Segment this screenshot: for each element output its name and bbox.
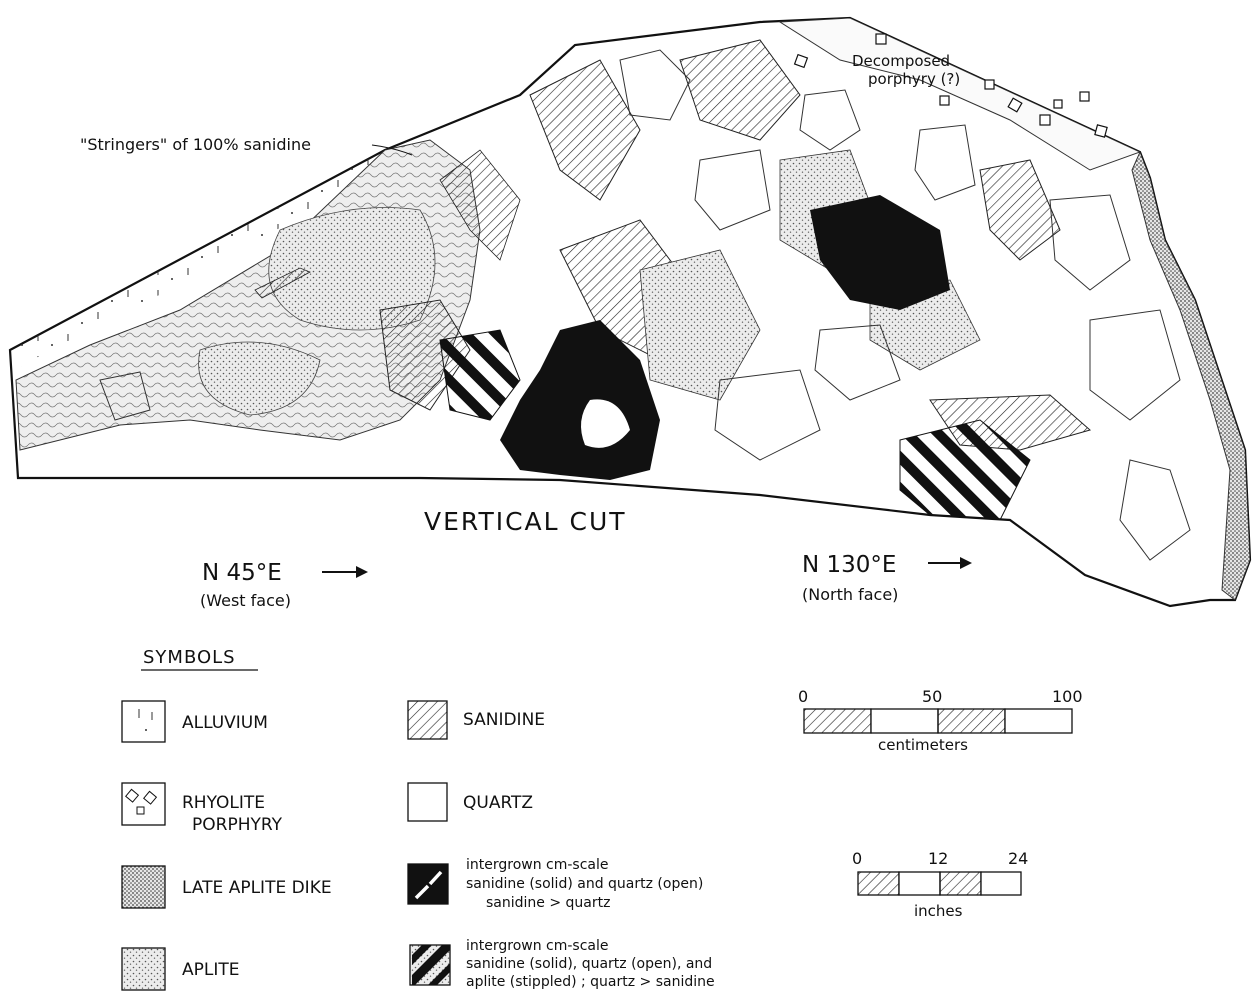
legend-swatch-intergrown-striped (410, 945, 450, 985)
scale-in-tick-0: 0 (852, 849, 862, 868)
legend-label-sanidine: SANIDINE (463, 710, 545, 730)
legend-label-late-aplite: LATE APLITE DIKE (182, 878, 332, 898)
legend-swatch-rhyolite-porphyry (122, 783, 165, 825)
legend-label-intergrown2-3: aplite (stippled) ; quartz > sanidine (466, 974, 715, 990)
legend-label-intergrown1-3: sanidine > quartz (486, 895, 610, 911)
north-arrow-icon (928, 557, 972, 569)
scale-cm-tick-0: 0 (798, 687, 808, 706)
legend-label-intergrown2-1: intergrown cm-scale (466, 938, 609, 954)
west-bearing: N 45°E (202, 560, 282, 586)
stringers-label: "Stringers" of 100% sanidine (80, 135, 311, 154)
decomposed-label-2: porphyry (?) (868, 70, 960, 88)
legend-swatch-sanidine (408, 701, 447, 739)
north-bearing: N 130°E (802, 552, 896, 578)
scale-cm-tick-100: 100 (1052, 687, 1083, 706)
scale-in-tick-12: 12 (928, 849, 948, 868)
legend-label-rhyolite-1: RHYOLITE (182, 793, 265, 813)
scale-in-tick-24: 24 (1008, 849, 1028, 868)
legend-heading: SYMBOLS (143, 647, 236, 668)
west-face-label: (West face) (200, 591, 291, 610)
legend-swatch-intergrown-solid (408, 864, 448, 904)
legend-label-aplite: APLITE (182, 960, 240, 980)
west-arrow-icon (322, 566, 368, 578)
legend-swatch-late-aplite (122, 866, 165, 908)
cross-section (10, 18, 1250, 606)
legend-label-quartz: QUARTZ (463, 793, 533, 813)
legend-label-alluvium: ALLUVIUM (182, 713, 268, 733)
legend-swatch-alluvium (122, 701, 165, 742)
scale-bar-inches: 0 12 24 inches (852, 849, 1028, 920)
legend-label-intergrown2-2: sanidine (solid), quartz (open), and (466, 956, 712, 972)
legend: SYMBOLS ALLUVIUM RHYOLITE PORPHYRY LATE … (122, 647, 715, 990)
decomposed-label-1: Decomposed (852, 52, 950, 70)
scale-bar-centimeters: 0 50 100 centimeters (798, 687, 1083, 754)
legend-label-intergrown1-2: sanidine (solid) and quartz (open) (466, 876, 703, 892)
legend-label-intergrown1-1: intergrown cm-scale (466, 857, 609, 873)
legend-swatch-aplite (122, 948, 165, 990)
scale-cm-unit: centimeters (878, 736, 968, 754)
scale-cm-tick-50: 50 (922, 687, 942, 706)
north-face-label: (North face) (802, 585, 898, 604)
legend-swatch-quartz (408, 783, 447, 821)
legend-label-rhyolite-2: PORPHYRY (192, 815, 283, 835)
vertical-cut-title: VERTICAL CUT (424, 507, 627, 536)
scale-in-unit: inches (914, 902, 963, 920)
